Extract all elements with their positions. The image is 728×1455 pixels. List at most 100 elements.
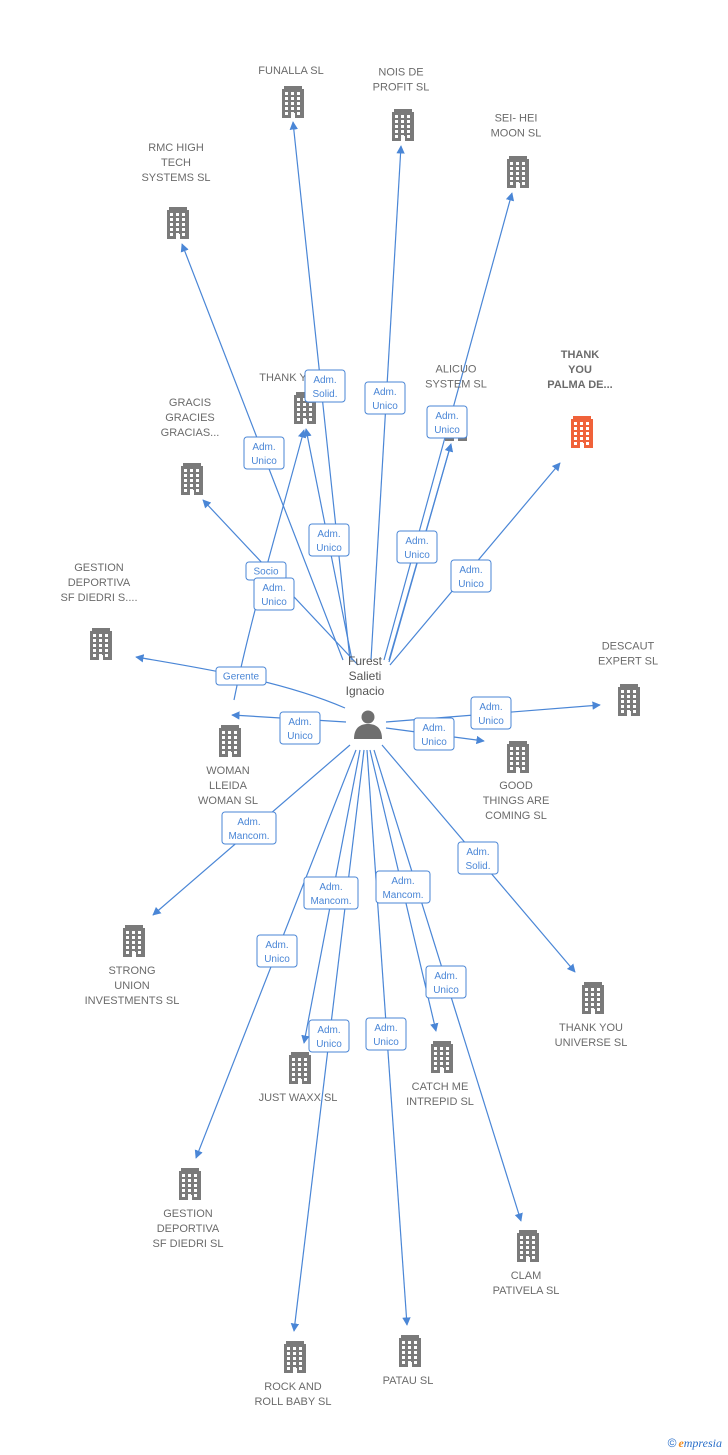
company-label: NOIS DE [378, 67, 423, 79]
person-name-label: Ignacio [346, 684, 385, 698]
role-badge-text: Unico [373, 1037, 399, 1048]
role-badge-universe[interactable]: Adm.Solid. [457, 841, 499, 875]
company-label: YOU [568, 364, 592, 376]
role-badge-text: Unico [433, 985, 459, 996]
building-icon [431, 1041, 453, 1073]
company-label: LLEIDA [209, 780, 248, 792]
role-badge-text: Solid. [312, 389, 337, 400]
company-label: PALMA DE... [547, 379, 612, 391]
company-node-gracis[interactable]: GRACISGRACIESGRACIAS... [161, 397, 220, 495]
building-icon [517, 1230, 539, 1262]
company-node-justwaxx[interactable]: JUST WAXX SL [259, 1052, 338, 1104]
role-badge-text: Adm. [373, 387, 396, 398]
role-badge-text: Unico [261, 597, 287, 608]
role-badge-gestion2[interactable]: Adm. Unico [256, 934, 298, 968]
role-badge-descaut[interactable]: Adm.Unico [470, 696, 512, 730]
role-badge-text: Adm. [252, 442, 275, 453]
company-label: PATAU SL [383, 1375, 434, 1387]
role-badge-text: Unico [478, 716, 504, 727]
company-node-woman[interactable]: WOMAN LLEIDA WOMAN SL [198, 725, 258, 807]
role-badge-thanky[interactable]: Adm.Unico [308, 523, 350, 557]
role-badge-alicuo[interactable]: Adm.Unico [426, 405, 468, 439]
company-label: GOOD [499, 780, 533, 792]
role-badge-text: Unico [264, 954, 290, 965]
building-icon [571, 416, 593, 448]
role-badge-patau[interactable]: Adm. Unico [365, 1017, 407, 1051]
role-badge-text: Unico [458, 579, 484, 590]
role-badge-text: Adm. [374, 1023, 397, 1034]
brand-initial: e [678, 1436, 684, 1450]
company-label: GRACIS [169, 397, 211, 409]
role-badge-thankpalma[interactable]: Adm.Unico [450, 559, 492, 593]
company-label: PATIVELA SL [493, 1285, 560, 1297]
company-label: WOMAN SL [198, 795, 258, 807]
role-badge-rock[interactable]: Adm.Unico [308, 1019, 350, 1053]
company-label: WOMAN [206, 765, 249, 777]
company-label: ROCK AND [264, 1381, 322, 1393]
role-badge-gestion1[interactable]: Gerente [215, 666, 267, 686]
role-badge-justwaxx[interactable]: Adm.Mancom. [303, 876, 359, 910]
building-icon [507, 741, 529, 773]
company-label: TECH [161, 157, 191, 169]
company-node-rock[interactable]: ROCK AND ROLL BABY SL [254, 1341, 332, 1408]
role-badge-text: Adm. [288, 717, 311, 728]
copyright-symbol: © [667, 1436, 677, 1450]
company-label: ALICUO [436, 364, 477, 376]
company-label: GESTION [163, 1208, 213, 1220]
role-badge-text: Adm. [405, 536, 428, 547]
role-badge-gracis[interactable]: Adm.Unico [253, 577, 295, 611]
role-badge-text: Mancom. [228, 831, 269, 842]
building-icon [219, 725, 241, 757]
company-label: GRACIAS... [161, 427, 220, 439]
role-badge-good[interactable]: Adm.Unico [413, 717, 455, 751]
person-name-label: Salieti [349, 669, 382, 683]
role-badge-text: Unico [287, 731, 313, 742]
building-icon [181, 463, 203, 495]
company-label: ROLL BABY SL [254, 1396, 331, 1408]
role-badge-thanky[interactable]: Socio [245, 561, 287, 581]
role-badge-nois[interactable]: Adm. Unico [364, 381, 406, 415]
company-label: DEPORTIVA [157, 1223, 220, 1235]
building-icon [167, 207, 189, 239]
person-name-label: Furest [348, 654, 383, 668]
building-icon [582, 982, 604, 1014]
company-node-patau[interactable]: PATAU SL [383, 1335, 434, 1387]
company-node-thankpalma[interactable]: THANK YOU PALMA DE... [547, 349, 613, 448]
role-badge-text: Unico [404, 550, 430, 561]
role-badge-strong[interactable]: Adm.Mancom. [221, 811, 277, 845]
company-label: STRONG [108, 965, 155, 977]
company-node-funalla[interactable]: FUNALLA SL [258, 65, 324, 118]
role-badges: Adm.Solid.Adm.UnicoAdm.UnicoAdm.UnicoAdm… [215, 369, 512, 1053]
company-label: INTREPID SL [406, 1096, 474, 1108]
role-badge-rmc[interactable]: Adm. Unico [243, 436, 285, 470]
role-badge-woman[interactable]: Adm. Unico [279, 711, 321, 745]
company-label: UNION [114, 980, 150, 992]
company-label: DEPORTIVA [68, 577, 131, 589]
role-badge-clam[interactable]: Adm. Unico [425, 965, 467, 999]
building-icon [507, 156, 529, 188]
company-label: THANK [561, 349, 600, 361]
role-badge-text: Unico [421, 737, 447, 748]
building-icon [289, 1052, 311, 1084]
role-badge-funalla[interactable]: Adm.Solid. [304, 369, 346, 403]
role-badge-text: Adm. [265, 940, 288, 951]
role-badge-text: Socio [253, 567, 278, 578]
role-badge-text: Unico [372, 401, 398, 412]
role-badge-seihei[interactable]: Adm. Unico [396, 530, 438, 564]
role-badge-text: Unico [251, 456, 277, 467]
role-badge-text: Adm. [434, 971, 457, 982]
role-badge-catchme[interactable]: Adm.Mancom. [375, 870, 431, 904]
